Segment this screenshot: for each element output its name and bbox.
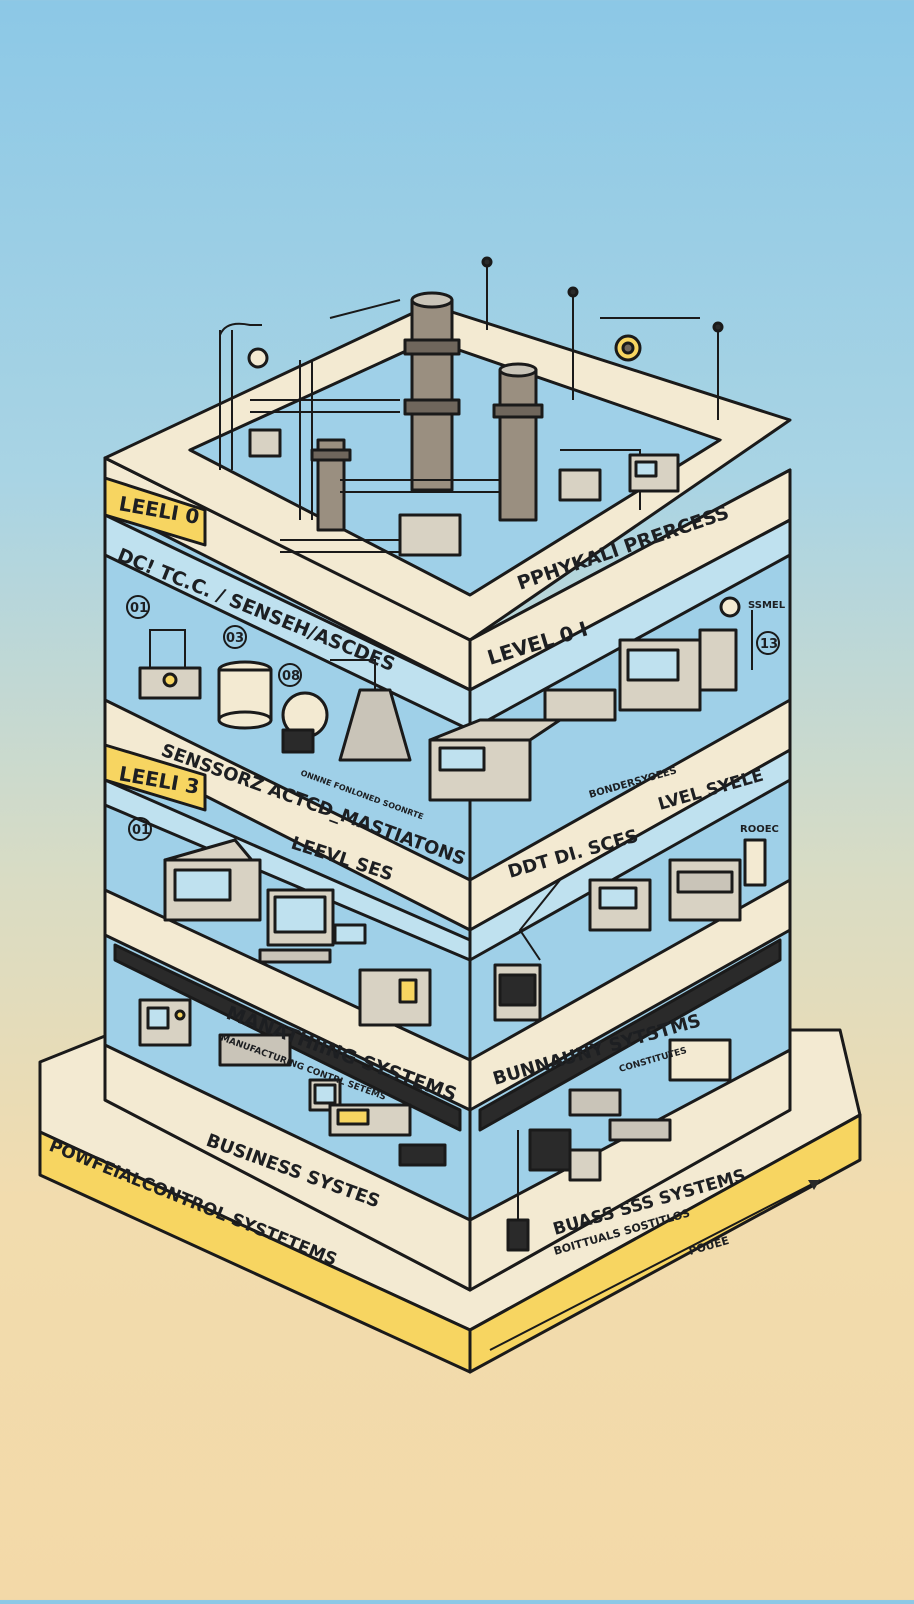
label-num1: 01	[130, 601, 148, 616]
label-num3: 13	[760, 637, 778, 652]
level3-left-equipment	[163, 838, 432, 1027]
lower-left-equipment	[138, 998, 447, 1167]
label-small-d: ROOEC	[740, 824, 779, 835]
left-face-bands	[103, 456, 472, 1292]
label-num4: 08	[282, 669, 300, 684]
number-markers	[126, 595, 780, 841]
level0-left-equipment	[138, 629, 562, 802]
label-num5: 01	[132, 823, 150, 838]
level01-right-equipment	[543, 596, 753, 722]
level3-right-equipment	[493, 838, 767, 1022]
label-small-c: SSMEL	[748, 600, 786, 611]
base-arrow	[489, 1179, 821, 1351]
physical-process-machinery	[219, 256, 724, 557]
lower-right-equipment	[506, 1038, 732, 1252]
label-num2: 03	[226, 631, 244, 646]
right-face-bands	[468, 468, 792, 1292]
